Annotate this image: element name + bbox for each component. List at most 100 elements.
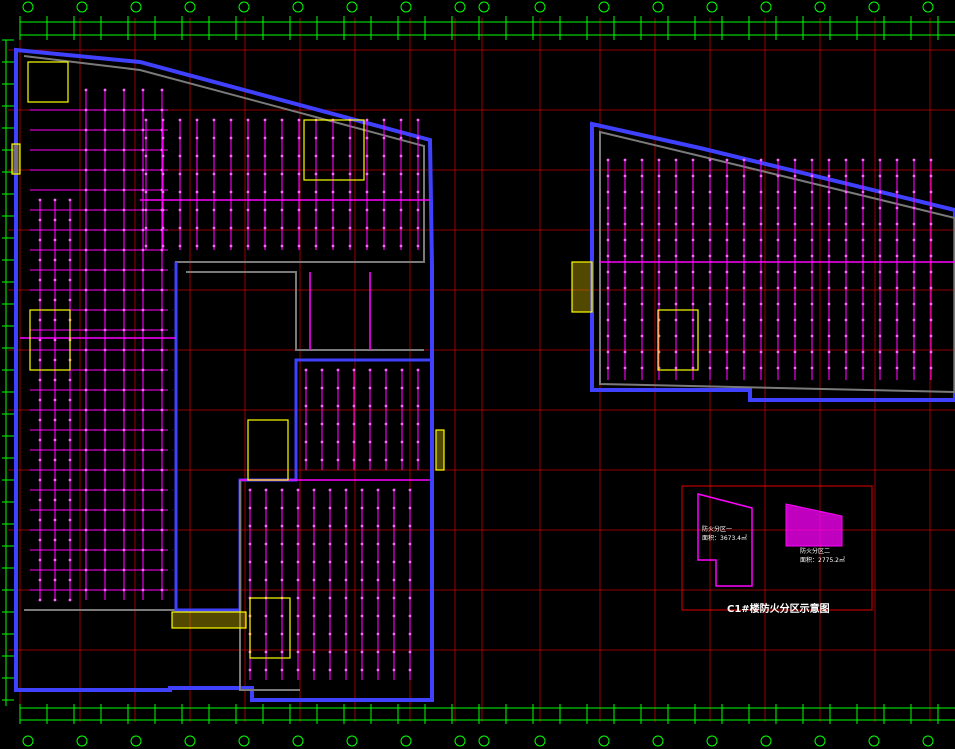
sprinkler-head <box>368 404 372 408</box>
sprinkler-head <box>178 154 182 158</box>
sprinkler-head <box>38 218 42 222</box>
sprinkler-head <box>640 302 644 306</box>
sprinkler-head <box>160 548 164 552</box>
sprinkler-head <box>861 238 865 242</box>
sprinkler-head <box>776 350 780 354</box>
sprinkler-head <box>384 440 388 444</box>
sprinkler-head <box>84 528 88 532</box>
sprinkler-head <box>895 318 899 322</box>
sprinkler-head <box>691 302 695 306</box>
sprinkler-head <box>328 524 332 528</box>
sprinkler-head <box>776 286 780 290</box>
sprinkler-head <box>160 568 164 572</box>
sprinkler-head <box>84 228 88 232</box>
sprinkler-head <box>365 226 369 230</box>
sprinkler-head <box>810 222 814 226</box>
sprinkler-head <box>312 506 316 510</box>
sprinkler-head <box>895 206 899 210</box>
sprinkler-head <box>776 222 780 226</box>
sprinkler-head <box>376 596 380 600</box>
sprinkler-head <box>623 334 627 338</box>
sprinkler-head <box>84 168 88 172</box>
sprinkler-head <box>320 368 324 372</box>
sprinkler-head <box>623 222 627 226</box>
sprinkler-head <box>53 378 57 382</box>
sprinkler-head <box>348 190 352 194</box>
sprinkler-head <box>297 172 301 176</box>
sprinkler-head <box>348 172 352 176</box>
sprinkler-head <box>416 440 420 444</box>
sprinkler-head <box>742 206 746 210</box>
stair-cores <box>11 61 699 659</box>
sprinkler-head <box>344 488 348 492</box>
sprinkler-head <box>280 524 284 528</box>
sprinkler-head <box>810 318 814 322</box>
axis-bubble-bottom <box>478 735 490 747</box>
sprinkler-head <box>640 222 644 226</box>
sprinkler-head <box>68 578 72 582</box>
sprinkler-head <box>674 366 678 370</box>
axis-bubble-bottom <box>706 735 718 747</box>
axis-bubble-bottom <box>130 735 142 747</box>
sprinkler-head <box>161 226 165 230</box>
sprinkler-head <box>640 366 644 370</box>
sprinkler-head <box>38 198 42 202</box>
sprinkler-head <box>376 560 380 564</box>
sprinkler-head <box>229 118 233 122</box>
sprinkler-head <box>810 206 814 210</box>
sprinkler-head <box>229 226 233 230</box>
sprinkler-head <box>297 118 301 122</box>
sprinkler-head <box>725 206 729 210</box>
sprinkler-head <box>657 190 661 194</box>
sprinkler-head <box>776 206 780 210</box>
sprinkler-head <box>929 238 933 242</box>
sprinkler-head <box>861 318 865 322</box>
sprinkler-head <box>776 238 780 242</box>
sprinkler-head <box>141 508 145 512</box>
sprinkler-head <box>246 154 250 158</box>
sprinkler-head <box>408 524 412 528</box>
sprinkler-head <box>360 542 364 546</box>
sprinkler-head <box>122 188 126 192</box>
sprinkler-head <box>674 254 678 258</box>
sprinkler-head <box>328 614 332 618</box>
sprinkler-head <box>141 268 145 272</box>
sprinkler-head <box>742 302 746 306</box>
sprinkler-head <box>810 366 814 370</box>
sprinkler-head <box>844 206 848 210</box>
sprinkler-head <box>103 128 107 132</box>
sprinkler-head <box>263 208 267 212</box>
sprinkler-head <box>264 668 268 672</box>
sprinkler-head <box>84 348 88 352</box>
sprinkler-head <box>84 188 88 192</box>
sprinkler-head <box>103 288 107 292</box>
sprinkler-head <box>691 270 695 274</box>
sprinkler-head <box>691 174 695 178</box>
sprinkler-head <box>640 286 644 290</box>
sprinkler-head <box>376 488 380 492</box>
sprinkler-head <box>360 560 364 564</box>
sprinkler-head <box>141 248 145 252</box>
sprinkler-head <box>248 542 252 546</box>
sprinkler-head <box>344 596 348 600</box>
sprinkler-head <box>344 578 348 582</box>
sprinkler-head <box>348 154 352 158</box>
sprinkler-head <box>640 334 644 338</box>
sprinkler-head <box>160 88 164 92</box>
sprinkler-head <box>246 208 250 212</box>
sprinkler-head <box>320 386 324 390</box>
axis-bubble-bottom <box>534 735 546 747</box>
sprinkler-head <box>827 222 831 226</box>
sprinkler-head <box>861 286 865 290</box>
sprinkler-head <box>160 588 164 592</box>
sprinkler-head <box>895 254 899 258</box>
sprinkler-head <box>708 350 712 354</box>
sprinkler-head <box>674 302 678 306</box>
sprinkler-head <box>895 350 899 354</box>
sprinkler-head <box>304 422 308 426</box>
sprinkler-head <box>264 614 268 618</box>
sprinkler-head <box>912 270 916 274</box>
sprinkler-head <box>827 302 831 306</box>
sprinkler-head <box>408 614 412 618</box>
